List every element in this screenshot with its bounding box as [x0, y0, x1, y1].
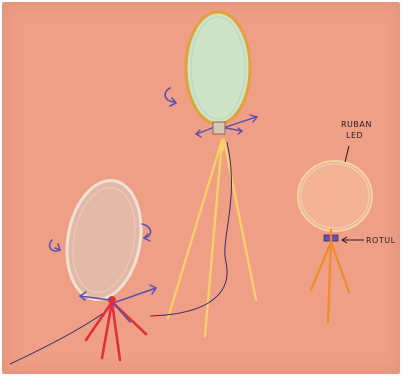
tripod-red	[86, 302, 146, 360]
annotation-pointer-led	[345, 146, 349, 162]
tripod-orange	[311, 230, 349, 322]
mirror-glass-tilted	[58, 175, 150, 306]
annotation-arrow-rotule	[342, 237, 364, 243]
rotation-arrow-icon	[165, 88, 176, 106]
tripod-yellow	[168, 140, 256, 336]
standing-mirror-right	[298, 146, 372, 322]
mirror-glass-round	[298, 161, 372, 231]
annotation-led: LED	[346, 131, 363, 140]
pivot-joint	[213, 122, 225, 134]
power-cable	[10, 310, 108, 364]
standing-mirror-left	[10, 175, 156, 364]
standing-mirror-center	[150, 12, 257, 336]
annotation-ruban: RUBAN	[341, 120, 372, 129]
annotation-rotule: ROTUL	[366, 236, 396, 245]
mirror-glass-large	[186, 12, 250, 124]
